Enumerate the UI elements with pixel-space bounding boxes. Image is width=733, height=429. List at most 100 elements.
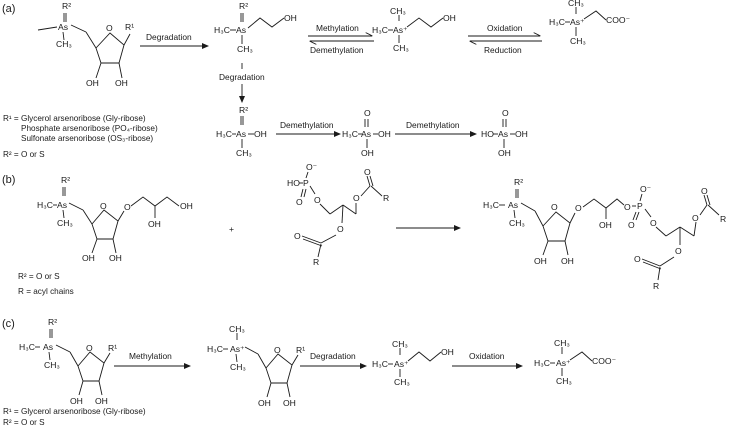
svg-text:O⁻: O⁻: [306, 162, 318, 172]
plus-sign: +: [229, 224, 234, 234]
arsenobetaine-c: CH₃ H₃C As⁺ CH₃ COO⁻: [534, 338, 617, 386]
svg-text:H₃C: H₃C: [37, 200, 53, 210]
definitions-a: R¹ = Glycerol arsenoribose (Gly-ribose) …: [3, 114, 158, 159]
arsenocholine-c: CH₃ H₃C As⁺ CH₃ OH: [372, 339, 454, 387]
label-a-oxidation: Oxidation: [487, 23, 523, 33]
svg-text:O: O: [575, 203, 582, 213]
svg-text:R: R: [720, 214, 726, 224]
svg-text:HO: HO: [287, 178, 300, 188]
svg-text:As⁺: As⁺: [230, 344, 245, 354]
svg-text:H₃C: H₃C: [207, 344, 223, 354]
svg-text:As⁺: As⁺: [570, 17, 585, 27]
svg-text:P: P: [303, 178, 309, 188]
svg-text:O: O: [294, 231, 301, 241]
svg-text:OH: OH: [180, 201, 193, 211]
definitions-c: R¹ = Glycerol arsenoribose (Gly-ribose) …: [3, 407, 146, 427]
svg-text:CH₃: CH₃: [568, 0, 584, 8]
svg-text:O: O: [314, 195, 321, 205]
svg-text:OH: OH: [534, 256, 547, 266]
phospholipid-b: HO P O⁻ O O O O R O O R: [287, 162, 389, 267]
equilibrium-oxidation: Oxidation Reduction: [468, 23, 542, 55]
svg-text:OH: OH: [283, 398, 296, 408]
svg-text:R²: R²: [62, 1, 71, 11]
label-a-methylation: Methylation: [316, 23, 359, 33]
svg-text:R: R: [653, 281, 659, 291]
svg-text:CH₃: CH₃: [44, 360, 60, 370]
svg-text:OH: OH: [148, 219, 161, 229]
dimethylarsinic-acid: R² H₃C As OH CH₃: [216, 105, 267, 158]
label-a-demethylation-3: Demethylation: [406, 120, 460, 130]
svg-text:R¹: R¹: [108, 343, 117, 353]
svg-text:As: As: [236, 129, 246, 139]
svg-text:OH: OH: [361, 148, 374, 158]
svg-text:CH₃: CH₃: [236, 148, 252, 158]
svg-text:R²: R²: [239, 105, 248, 115]
svg-text:CH₃: CH₃: [56, 39, 72, 49]
svg-text:CH₃: CH₃: [57, 218, 73, 228]
svg-text:R = acyl chains: R = acyl chains: [18, 287, 74, 296]
svg-text:OH: OH: [254, 129, 267, 139]
svg-text:OH: OH: [115, 78, 128, 88]
label-c-methylation: Methylation: [129, 351, 172, 361]
svg-text:OH: OH: [498, 148, 511, 158]
label-a-degradation-2: Degradation: [219, 72, 265, 82]
svg-text:As: As: [508, 200, 518, 210]
svg-text:O: O: [551, 202, 558, 212]
svg-text:CH₃: CH₃: [392, 339, 408, 349]
svg-text:O: O: [353, 193, 360, 203]
label-a-reduction: Reduction: [484, 45, 522, 55]
svg-text:R²: R²: [239, 1, 248, 11]
svg-text:O⁻: O⁻: [640, 184, 652, 194]
svg-text:As⁺: As⁺: [556, 358, 571, 368]
svg-text:COO⁻: COO⁻: [592, 356, 617, 366]
svg-text:CH₃: CH₃: [229, 324, 245, 334]
svg-text:O: O: [628, 220, 635, 230]
svg-text:CH₃: CH₃: [509, 218, 525, 228]
panel-label-a: (a): [2, 3, 15, 15]
definitions-b: R² = O or S R = acyl chains: [18, 272, 74, 296]
arsenophospholipid-b: R² H₃C As CH₃ O O OH O P O⁻ O O O O: [483, 177, 726, 291]
svg-text:R¹ = Glycerol arsenoribose (Gl: R¹ = Glycerol arsenoribose (Gly-ribose): [3, 114, 146, 123]
methylarsonic-acid: O H₃C As OH OH: [342, 108, 391, 158]
glycerol-arsenoribose-b: R² H₃C As CH₃ O O OH OH OH OH: [37, 175, 193, 263]
svg-text:HO: HO: [481, 129, 494, 139]
svg-text:O: O: [364, 167, 371, 177]
label-c-degradation: Degradation: [310, 351, 356, 361]
arsenoriboside-a: R² As CH₃ O R¹ OH OH: [37, 1, 134, 88]
svg-text:OH: OH: [561, 256, 574, 266]
svg-text:Sulfonate arsenoribose (OS₃-ri: Sulfonate arsenoribose (OS₃-ribose): [21, 134, 153, 143]
svg-text:H₃C: H₃C: [214, 25, 230, 35]
svg-text:R¹: R¹: [296, 345, 305, 355]
arsenic-acid: O HO As OH OH: [481, 108, 528, 158]
svg-text:R²: R²: [48, 317, 57, 327]
svg-text:CH₃: CH₃: [556, 376, 572, 386]
arsenoriboside-c: R² H₃C As CH₃ O R¹ OH OH: [19, 317, 117, 406]
svg-text:R² = O or S: R² = O or S: [18, 272, 60, 281]
svg-text:O: O: [86, 343, 93, 353]
svg-text:As: As: [58, 22, 68, 32]
svg-text:O: O: [624, 202, 631, 212]
svg-text:O: O: [502, 108, 509, 118]
label-a-demethylation-1: Demethylation: [310, 45, 364, 55]
svg-text:R: R: [313, 257, 319, 267]
svg-text:O: O: [650, 218, 657, 228]
panel-label-c: (c): [2, 318, 15, 330]
svg-text:O: O: [124, 202, 131, 212]
svg-text:CH₃: CH₃: [554, 338, 570, 348]
label-a-degradation-1: Degradation: [146, 32, 192, 42]
svg-text:CH₃: CH₃: [390, 6, 406, 16]
svg-text:R¹ = Glycerol arsenoribose (Gl: R¹ = Glycerol arsenoribose (Gly-ribose): [3, 407, 146, 416]
svg-text:Phosphate arsenoribose (PO₄-ri: Phosphate arsenoribose (PO₄-ribose): [21, 124, 158, 133]
svg-text:As: As: [57, 200, 67, 210]
arsenobetaine-a: CH₃ H₃C As⁺ CH₃ COO⁻: [549, 0, 631, 46]
svg-text:H₃C: H₃C: [216, 129, 232, 139]
svg-text:OH: OH: [82, 253, 95, 263]
svg-text:R² = O or S: R² = O or S: [3, 150, 45, 159]
svg-text:R: R: [383, 193, 389, 203]
svg-text:As: As: [498, 129, 508, 139]
arsenocholine-a: CH₃ H₃C As⁺ CH₃ OH: [372, 6, 456, 53]
svg-text:As: As: [361, 129, 371, 139]
svg-text:OH: OH: [109, 253, 122, 263]
